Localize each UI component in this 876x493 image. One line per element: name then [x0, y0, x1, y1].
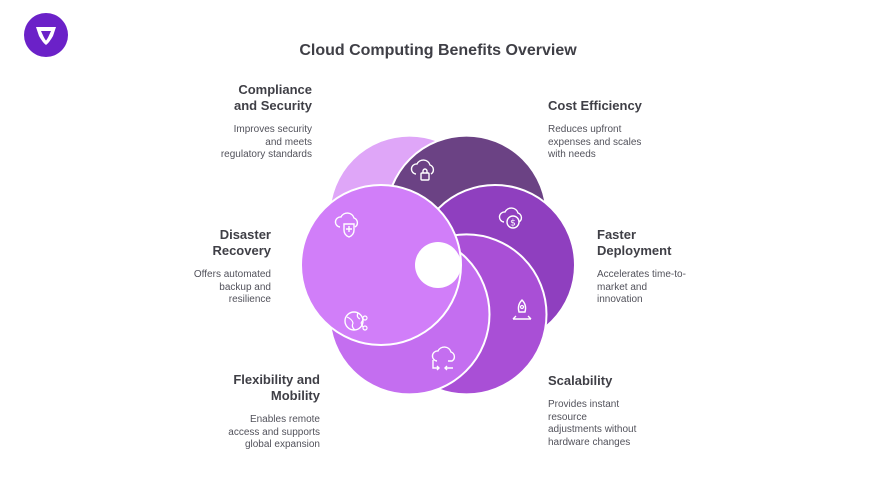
rocket-icon	[512, 299, 532, 320]
logo	[24, 13, 68, 57]
cloud-plus-icon	[334, 212, 359, 238]
shield-v-logo-icon	[36, 27, 56, 45]
label-cost-efficiency-title: Cost Efficiency	[548, 98, 642, 113]
svg-text:$: $	[510, 219, 516, 229]
center-hole	[415, 242, 461, 288]
diagram-title: Cloud Computing Benefits Overview	[299, 42, 577, 59]
cloud-lock-icon	[410, 159, 435, 181]
label-scalability-title: Scalability	[548, 373, 613, 388]
globe-network-icon	[344, 311, 368, 331]
cloud-dollar-icon: $	[498, 207, 523, 229]
cloud-arrows-icon	[431, 346, 456, 371]
